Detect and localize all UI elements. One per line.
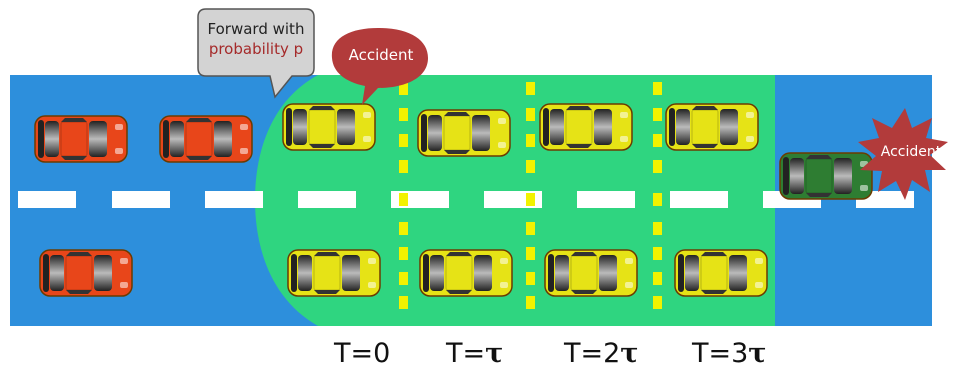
accident-label-top: Accident <box>348 46 414 64</box>
accident-label-right: Accident <box>880 144 942 160</box>
time-label-0: T=0 <box>334 338 390 369</box>
time-value: τ <box>485 338 504 369</box>
time-prefix: T= <box>446 338 486 369</box>
time-prefix: T=3 <box>692 338 749 369</box>
time-label-1: T=τ <box>446 338 503 369</box>
time-prefix: T= <box>334 338 374 369</box>
time-label-3: T=3τ <box>692 338 766 369</box>
divider-1 <box>399 82 408 309</box>
time-dividers <box>399 82 662 309</box>
car-icon <box>419 249 513 297</box>
callout-line-2: probability p <box>208 40 304 58</box>
car-icon <box>159 115 253 163</box>
car-icon <box>287 249 381 297</box>
car-icon <box>544 249 638 297</box>
car-icon <box>779 152 873 200</box>
divider-2 <box>526 82 535 309</box>
car-icon <box>417 109 511 157</box>
time-label-2: T=2τ <box>564 338 638 369</box>
accident-bubble <box>331 28 428 105</box>
time-prefix: T=2 <box>564 338 621 369</box>
car-icon <box>282 103 376 151</box>
car-icon <box>665 103 759 151</box>
divider-3 <box>653 82 662 309</box>
time-value: τ <box>748 338 767 369</box>
time-value: τ <box>620 338 639 369</box>
car-icon <box>674 249 768 297</box>
car-icon <box>39 249 133 297</box>
car-icon <box>34 115 128 163</box>
car-icon <box>539 103 633 151</box>
explosion-icon <box>858 108 948 200</box>
callout-bubble <box>197 8 315 99</box>
time-value: 0 <box>373 338 391 369</box>
callout-line-1: Forward with <box>207 20 305 38</box>
callout-text: Forward with probability p <box>198 19 314 59</box>
